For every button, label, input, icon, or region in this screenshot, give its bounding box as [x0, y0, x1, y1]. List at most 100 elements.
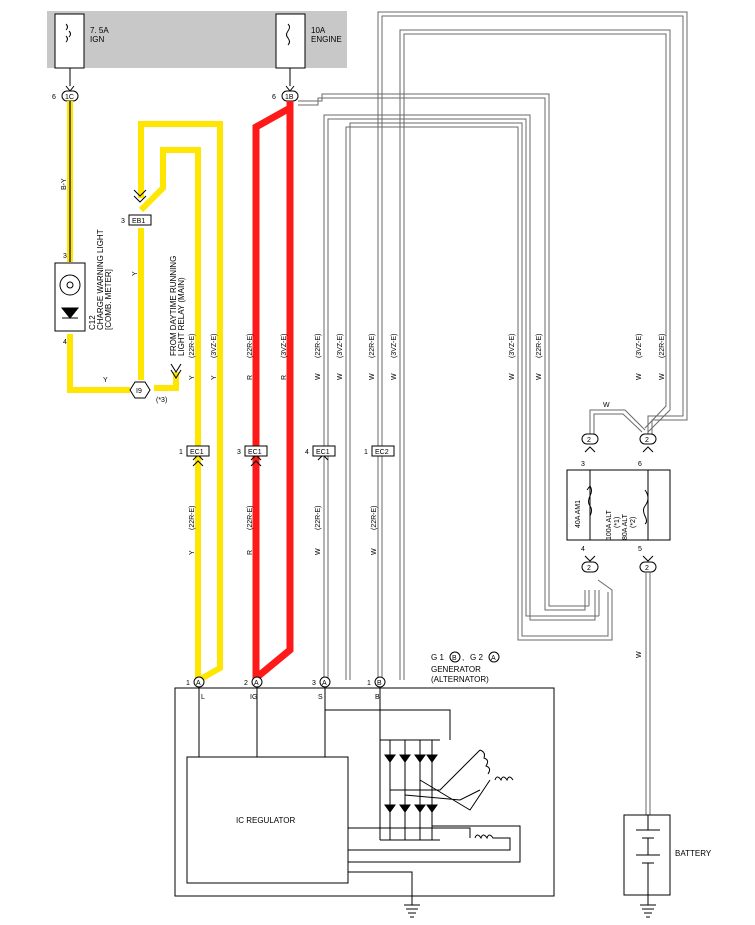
wire-label-e22r: (22R-E) — [189, 333, 196, 358]
charge-warning-light — [54, 262, 86, 332]
wire-label-w: W — [636, 373, 643, 380]
connector-ec2-id: EC2 — [375, 449, 389, 456]
white-wire-bundle — [298, 11, 688, 680]
wire-label-e22r: (22R-E) — [247, 505, 254, 530]
wire-label-e22r: (22R-E) — [536, 333, 543, 358]
drl-line1: FROM DAYTIME RUNNING — [169, 256, 178, 356]
ec-connectors: EC1 1 EC1 3 EC1 4 EC2 1 — [179, 445, 395, 467]
generator-header: G 1 B , G 2 A GENERATOR (ALTERNATOR) — [431, 651, 500, 684]
diode-icon — [60, 307, 80, 319]
ring-terminal — [639, 433, 657, 445]
svg-text:IG: IG — [250, 694, 257, 701]
ring-label: 2 — [587, 565, 591, 572]
connector-ec2 — [371, 445, 395, 457]
svg-text:1: 1 — [367, 680, 371, 687]
connector-ec1-a-pin: 1 — [179, 449, 183, 456]
connector-ec1-b-pin: 3 — [237, 449, 241, 456]
ic-regulator-label: IC REGULATOR — [236, 816, 295, 825]
gen-g1: G 1 — [431, 653, 444, 662]
ic-regulator — [186, 756, 349, 884]
gen-line1: GENERATOR — [431, 665, 481, 674]
fusible-box — [566, 469, 671, 541]
chevron-down-icon — [584, 555, 654, 562]
wire-label-w: W — [337, 373, 344, 380]
eb1-chevron-icon — [133, 189, 147, 203]
connector-ec1-b — [244, 445, 268, 457]
wire-label-e22r: (22R-E) — [371, 505, 378, 530]
wire-label-r: R — [247, 550, 254, 555]
connector-1b-id: 1B — [285, 94, 294, 101]
svg-text:S: S — [318, 694, 323, 701]
stator-coil-icon — [479, 749, 491, 775]
wire-label-r: R — [281, 375, 288, 380]
wire-label-y: Y — [189, 375, 196, 380]
drl-line2: LIGHT RELAY (MAIN) — [177, 277, 186, 356]
fuse-ign-name: IGN — [90, 35, 104, 44]
wire-label-e3vz: (3VZ-E) — [337, 334, 344, 359]
wire-label-w: W — [659, 373, 666, 380]
connector-ec2-pin: 1 — [364, 449, 368, 456]
pin-5: 5 — [638, 546, 642, 553]
fuse-alt3-label: 80A ALT — [622, 513, 629, 540]
connector-1b-chevron-icon — [285, 85, 295, 92]
battery — [623, 814, 671, 896]
connector-eb1-id: EB1 — [132, 218, 145, 225]
wire-label-y: Y — [103, 377, 108, 384]
charge-light-pin-top: 3 — [63, 253, 67, 260]
connector-ec1-a-id: EC1 — [190, 449, 204, 456]
fuse-alt-icon — [643, 489, 649, 525]
wire-label-w: W — [315, 548, 322, 555]
connector-1c-chevron-icon — [65, 85, 75, 92]
field-coil-icon — [348, 834, 511, 851]
ring-label: 2 — [587, 437, 591, 444]
generator-internals — [198, 688, 521, 918]
fuse-ign — [54, 13, 85, 69]
wire-label-e22r: (22R-E) — [189, 505, 196, 530]
connector-1c-pin: 6 — [52, 94, 56, 101]
connector-ec1-c — [312, 445, 336, 457]
ground-icon — [404, 904, 420, 918]
fuse-ign-icon — [65, 23, 71, 43]
wire-label-w: W — [603, 402, 610, 409]
pin-3: 3 — [581, 461, 585, 468]
wire-label-e22r: (22R-E) — [247, 333, 254, 358]
battery-icon — [636, 815, 660, 918]
fuse-engine-icon — [286, 23, 290, 46]
svg-text:L: L — [201, 694, 205, 701]
connector-eb1-pin: 3 — [121, 218, 125, 225]
wire-label-y: Y — [189, 550, 196, 555]
drl-arrow-icon — [170, 363, 182, 379]
wire-label-e3vz: (3VZ-E) — [391, 334, 398, 359]
svg-text:3: 3 — [312, 680, 316, 687]
wire-label-w: W — [371, 548, 378, 555]
wire-label-w: W — [509, 373, 516, 380]
gen-comma: , — [462, 653, 464, 662]
wire-label-e22r: (22R-E) — [315, 505, 322, 530]
fuse-alt4-label: (*2) — [630, 517, 637, 528]
wire-label-e22r: (22R-E) — [315, 333, 322, 358]
connector-eb1 — [128, 214, 152, 226]
wire-label-w: W — [315, 373, 322, 380]
gen-g1-conn: B — [452, 655, 457, 662]
ring-terminal — [581, 433, 599, 445]
connector-i9-id: I9 — [136, 388, 142, 395]
ring-label: 2 — [645, 437, 649, 444]
fuse-am1-label: 40A AM1 — [575, 500, 582, 528]
generator-pins: 1 A L 2 A IG 3 A S 1 B B — [186, 676, 386, 701]
chevron-up-icon — [584, 446, 654, 453]
svg-text:A: A — [196, 680, 201, 687]
wire-label-by: B-Y — [61, 178, 68, 190]
connector-ec1-b-id: EC1 — [248, 449, 262, 456]
charge-light-id: C12 — [88, 315, 97, 330]
fuse-engine — [275, 13, 306, 69]
ring-terminal — [639, 561, 657, 573]
svg-text:1: 1 — [186, 680, 190, 687]
svg-text:A: A — [322, 680, 327, 687]
charge-light-line1: CHARGE WARNING LIGHT — [96, 229, 105, 330]
fuse-engine-rating: 10A — [311, 26, 326, 35]
wire-label-w: W — [536, 373, 543, 380]
wire-labels: B-Y Y Y (22R-E) Y (3VZ-E) Y (22R-E) R (3… — [61, 178, 666, 658]
stator-coil-icon — [494, 776, 514, 782]
connector-i9 — [129, 381, 151, 399]
